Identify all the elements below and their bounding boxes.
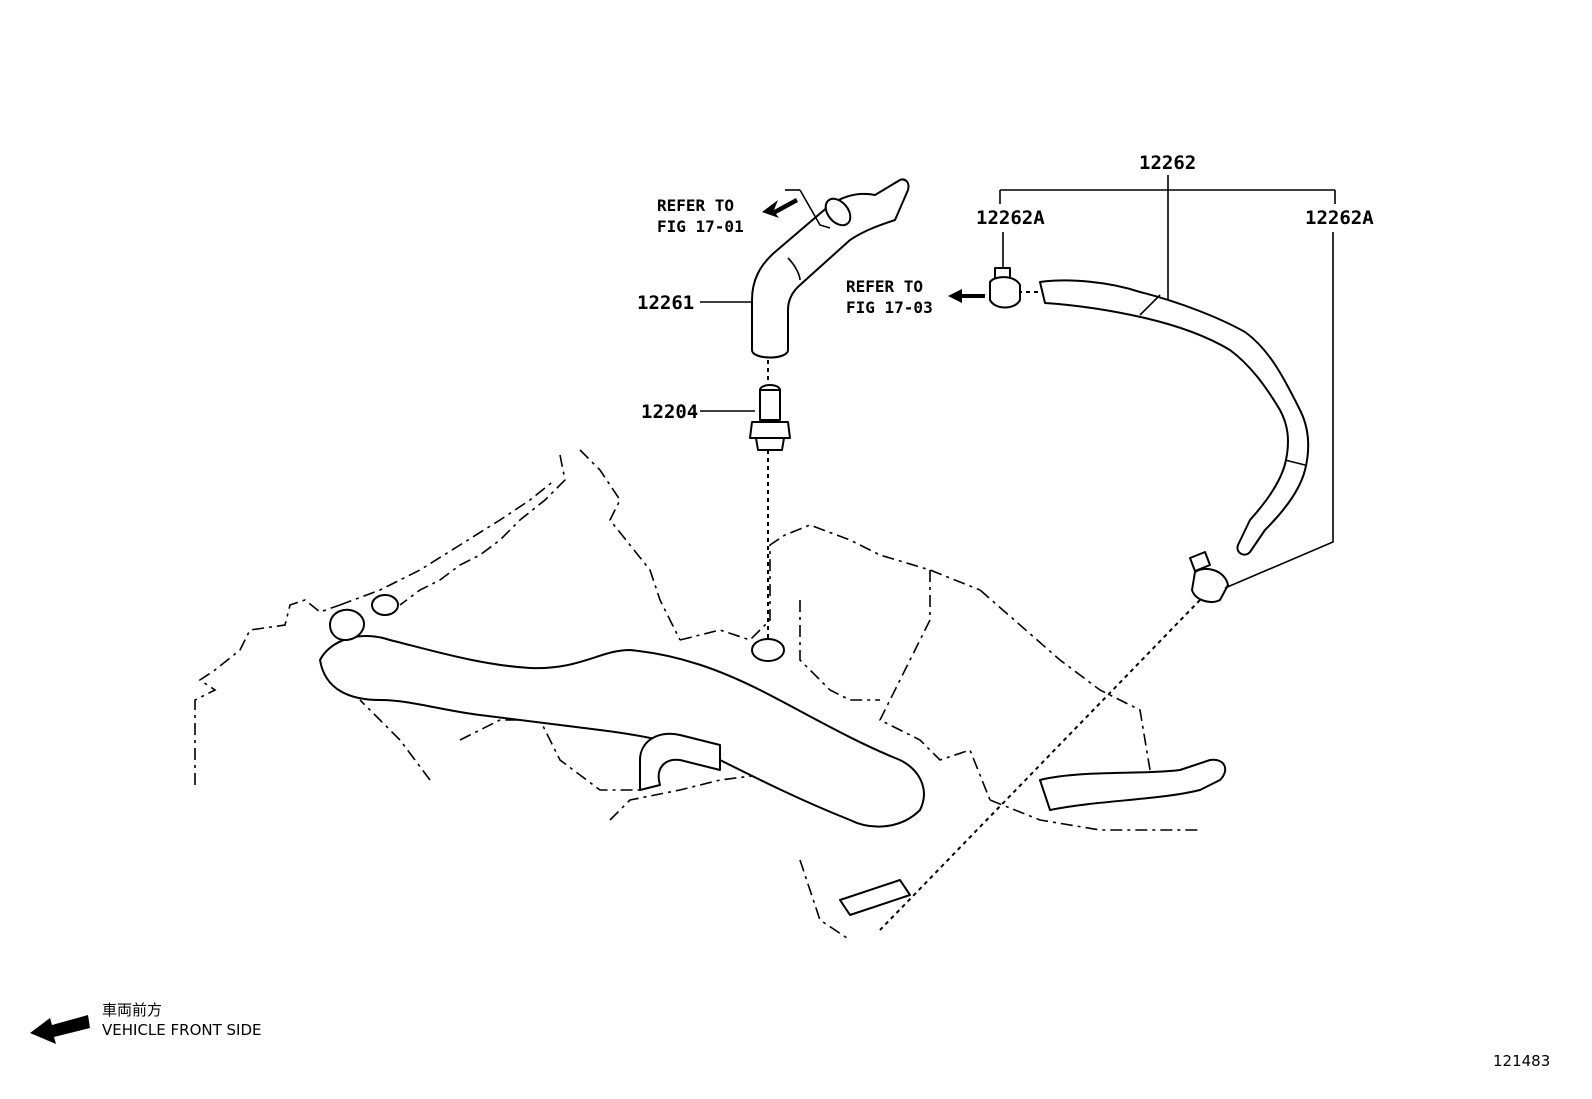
vehicle-front-label-jp: 車両前方 bbox=[102, 1001, 162, 1019]
assembly-leaders bbox=[767, 291, 1201, 931]
label-leaders bbox=[700, 175, 1336, 589]
part-label-12262: 12262 bbox=[1139, 152, 1196, 174]
figure-number: 121483 bbox=[1493, 1052, 1550, 1070]
pcv-valve-boss bbox=[751, 638, 785, 662]
hose-clamp-left bbox=[989, 267, 1021, 309]
intake-manifold bbox=[319, 594, 1227, 916]
ventilation-hose-12262 bbox=[1039, 279, 1310, 556]
reference-text-1-line2: FIG 17-01 bbox=[657, 217, 744, 236]
part-label-12262a-left: 12262A bbox=[976, 207, 1045, 229]
vehicle-front-arrow-icon bbox=[30, 1015, 90, 1044]
pcv-valve-12204 bbox=[749, 384, 791, 451]
reference-arrows bbox=[762, 198, 985, 303]
arrow-icon bbox=[948, 289, 985, 303]
reference-text-2-line1: REFER TO bbox=[846, 277, 923, 296]
arrow-icon bbox=[762, 198, 798, 218]
reference-text-2-line2: FIG 17-03 bbox=[846, 298, 933, 317]
reference-text-1-line1: REFER TO bbox=[657, 196, 734, 215]
pcv-hose-12261 bbox=[751, 178, 910, 359]
part-label-12204: 12204 bbox=[641, 401, 698, 423]
hose-clamp-right bbox=[1189, 551, 1229, 603]
vehicle-front-label-en: VEHICLE FRONT SIDE bbox=[102, 1021, 262, 1039]
part-label-12262a-right: 12262A bbox=[1305, 207, 1374, 229]
part-label-12261: 12261 bbox=[637, 292, 694, 314]
